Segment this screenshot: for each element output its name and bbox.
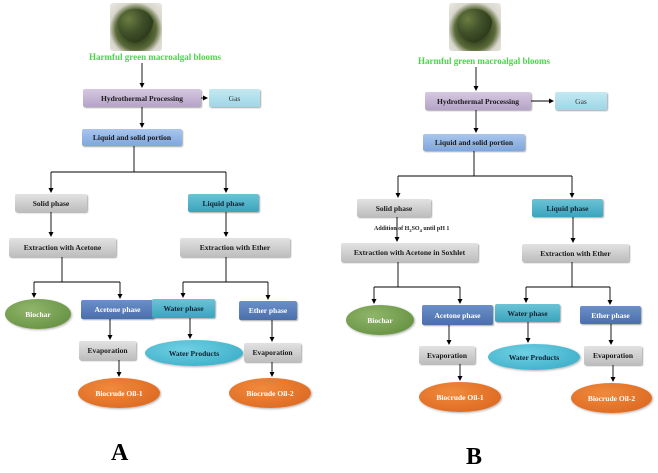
b-solid-phase: Solid phase [357,199,431,217]
b-water-phase: Water phase [495,304,560,322]
a-hydrothermal-processing: Hydrothermal Processing [83,89,201,107]
a-biocrude-oil-2: Biocrude Oil-2 [229,378,311,408]
b-acetone-phase: Acetone phase [422,305,493,325]
b-acid-addition-note: Addition of H2SO4 until pH 1 [374,226,450,234]
b-biocrude-oil-2: Biocrude Oil-2 [571,383,652,413]
a-ether-phase: Ether phase [239,301,297,320]
a-evaporation-2: Evaporation [244,343,301,362]
b-ether-phase: Ether phase [580,306,641,324]
panel-b-title: Harmful green macroalgal blooms [418,56,550,66]
panel-a-label: A [111,440,129,466]
a-liquid-phase: Liquid phase [188,194,259,212]
a-water-phase: Water phase [152,299,215,318]
b-evaporation-2: Evaporation [584,346,642,365]
b-biocrude-oil-1: Biocrude Oil-1 [419,382,501,412]
b-liquid-solid-portion: Liquid and solid portion [423,134,525,151]
panel-b-label: B [466,444,483,470]
green-algae-image [449,3,501,51]
b-liquid-phase: Liquid phase [532,199,603,217]
a-biocrude-oil-1: Biocrude Oil-1 [78,378,160,408]
a-liquid-solid-portion: Liquid and solid portion [82,129,182,146]
panel-a-title: Harmful green macroalgal blooms [89,52,221,62]
b-gas: Gas [555,92,607,110]
b-water-products: Water Products [488,344,580,370]
b-evaporation-1: Evaporation [419,346,475,364]
a-water-products: Water Products [145,340,243,366]
a-acetone-phase: Acetone phase [81,300,154,319]
b-extraction-acetone-soxhlet: Extraction with Acetone in Soxhlet [341,243,478,262]
a-extraction-ether: Extraction with Ether [180,238,290,257]
b-extraction-ether: Extraction with Ether [522,244,629,262]
a-biochar: Biochar [5,299,71,329]
a-extraction-acetone: Extraction with Acetone [9,238,116,257]
a-gas: Gas [209,89,260,107]
b-biochar: Biochar [346,305,414,335]
b-hydrothermal-processing: Hydrothermal Processing [425,92,531,110]
green-algae-image [110,3,162,51]
a-solid-phase: Solid phase [15,194,87,212]
a-evaporation-1: Evaporation [79,341,136,360]
